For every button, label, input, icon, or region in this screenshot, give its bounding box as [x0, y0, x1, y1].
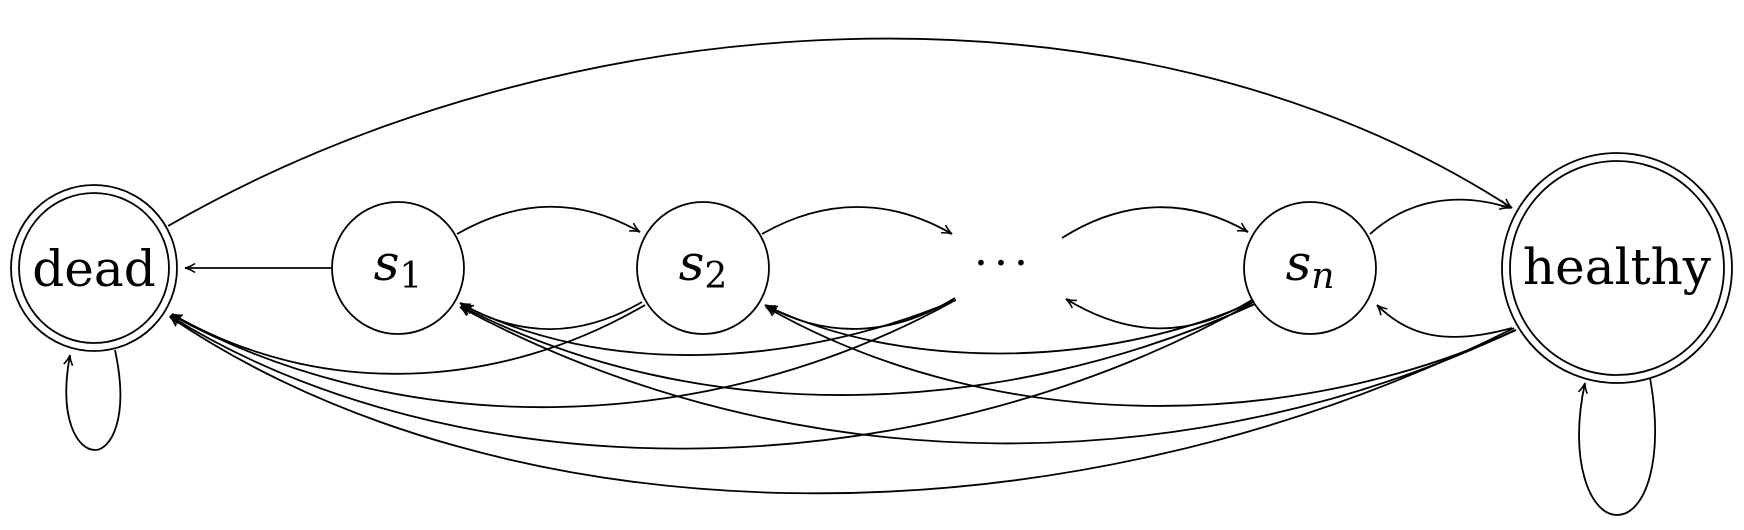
- edge-sn-to-s2: [766, 301, 1254, 355]
- node-sn-label: sn: [1286, 234, 1335, 297]
- node-healthy: healthy: [1501, 152, 1733, 384]
- node-dead-label: dead: [32, 240, 155, 298]
- node-s2-label: s2: [679, 234, 728, 297]
- node-sn-main: s: [1286, 234, 1312, 292]
- node-s1-label: s1: [374, 234, 423, 297]
- edge-dead-self-loop: [63, 349, 122, 451]
- node-sn: sn: [1243, 201, 1377, 335]
- edge-healthy-to-s1: [459, 306, 1516, 445]
- node-healthy-label: healthy: [1523, 238, 1712, 296]
- node-s2-sub: 2: [704, 256, 727, 297]
- edge-s2-to-dead: [171, 304, 646, 375]
- edge-dots-to-dead: [170, 301, 953, 409]
- edge-sn-to-healthy: [1369, 198, 1511, 235]
- edge-s1-to-s2: [456, 205, 641, 235]
- edge-sn-to-dead: [169, 302, 1253, 450]
- node-s2-circle: [636, 201, 770, 335]
- node-s2-main: s: [679, 234, 705, 292]
- edge-dots-to-sn: [1061, 206, 1249, 239]
- node-s1-sub: 1: [399, 256, 422, 297]
- edge-healthy-to-s2: [765, 306, 1517, 407]
- edge-healthy-self-loop: [1577, 377, 1656, 516]
- edge-dots-to-s1: [462, 299, 957, 356]
- node-s1-main: s: [374, 234, 400, 292]
- edge-dots-to-s2: [764, 297, 956, 330]
- node-s1-circle: [331, 201, 465, 335]
- node-dead-inner-ring: [18, 192, 170, 344]
- edge-s2-to-dots: [761, 206, 953, 235]
- node-sn-sub: n: [1311, 256, 1334, 297]
- node-s2: s2: [636, 201, 770, 335]
- edge-healthy-to-sn: [1376, 304, 1513, 338]
- node-dots: ···: [974, 238, 1034, 289]
- edges: [63, 37, 1656, 516]
- node-s1: s1: [331, 201, 465, 335]
- node-dots-label: ···: [974, 238, 1034, 289]
- edge-healthy-to-dead: [169, 316, 1515, 495]
- node-sn-circle: [1243, 201, 1377, 335]
- edge-dead-to-healthy: [167, 37, 1513, 227]
- node-dead: dead: [10, 184, 178, 352]
- edge-sn-to-s1: [460, 303, 1256, 396]
- node-healthy-inner-ring: [1509, 160, 1725, 376]
